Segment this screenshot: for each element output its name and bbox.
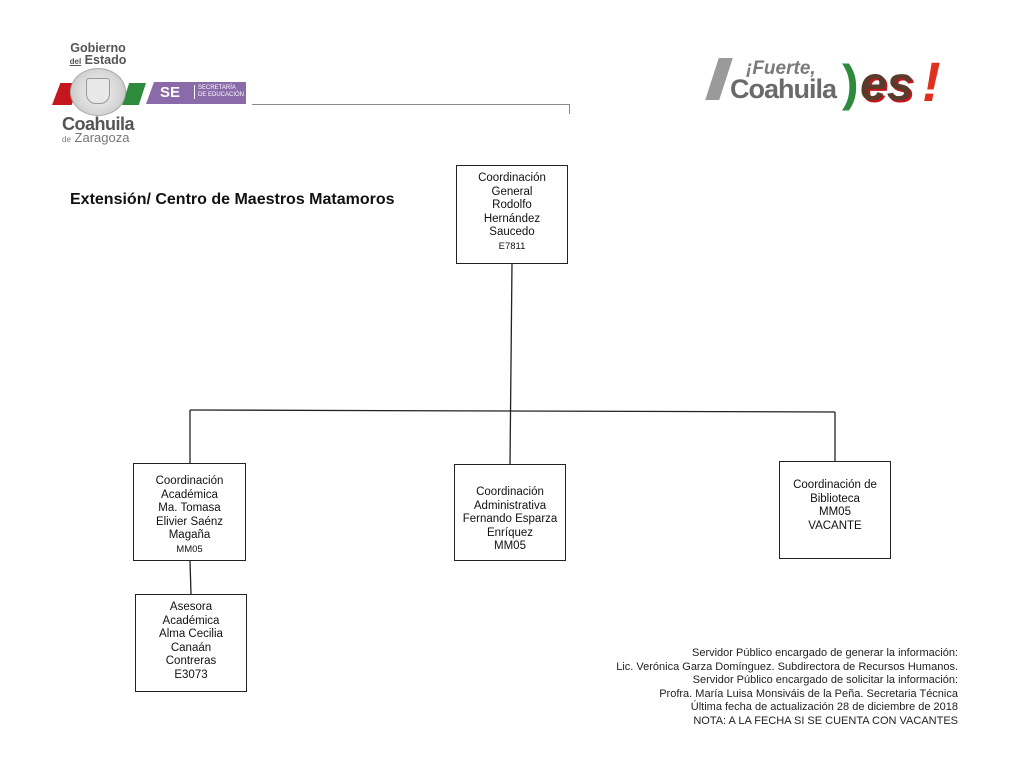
slogan-es: es	[860, 58, 914, 111]
node-asesora-line: Alma Cecilia	[159, 628, 223, 640]
node-general-line: Saucedo	[489, 226, 535, 238]
footer-line: Última fecha de actualización 28 de dici…	[690, 701, 958, 713]
zaragoza-logo-text: de Zaragoza	[62, 130, 129, 145]
gobierno-logo-text: Gobierno del Estado	[62, 42, 134, 68]
page-title: Extensión/ Centro de Maestros Matamoros	[70, 191, 395, 208]
node-coordinacion-biblioteca: Coordinación de Biblioteca MM05 VACANTE	[779, 461, 891, 559]
zaragoza-word: Zaragoza	[74, 130, 130, 145]
node-academica-line: Elivier Saénz	[155, 515, 224, 528]
node-general-line: Coordinación	[478, 172, 546, 184]
node-biblioteca-line: MM05	[819, 506, 851, 518]
se-name: SECRETARÍA DE EDUCACIÓN	[194, 85, 244, 99]
node-asesora-academica: Asesora Académica Alma Cecilia Canaán Co…	[135, 594, 247, 692]
header-rule-tick	[569, 104, 570, 114]
footer-line: NOTA: A LA FECHA SI SE CUENTA CON VACANT…	[693, 714, 958, 727]
node-general-line: General	[491, 185, 533, 198]
node-coordinacion-administrativa: Coordinación Administrativa Fernando Esp…	[454, 464, 566, 561]
header-rule	[252, 104, 570, 105]
se-line2: DE EDUCACIÓN	[198, 92, 245, 98]
footer-line: Profra. María Luisa Monsiváis de la Peña…	[659, 687, 958, 700]
node-administrativa-line: Fernando Esparza	[462, 513, 558, 525]
zaragoza-de: de	[62, 135, 71, 144]
se-education-badge: SE SECRETARÍA DE EDUCACIÓN	[146, 82, 246, 104]
node-academica-line: Ma. Tomasa	[158, 502, 221, 514]
connector-general-down	[509, 262, 513, 465]
seal-shield-icon	[86, 78, 110, 104]
node-asesora-line: E3073	[174, 668, 208, 681]
gov-line2: Estado	[84, 53, 127, 67]
slogan-paren-mark: )	[842, 55, 859, 111]
se-abbr: SE	[160, 84, 181, 101]
node-asesora-line: Canaán	[170, 641, 212, 654]
node-academica-line: Académica	[161, 488, 218, 501]
footer-line: Lic. Verónica Garza Domínguez. Subdirect…	[616, 660, 958, 673]
node-administrativa-line: Administrativa	[473, 499, 547, 512]
node-biblioteca-line: Coordinación de	[793, 479, 877, 491]
slogan-exclamation: !	[922, 50, 941, 113]
gov-line1: Gobierno	[70, 41, 126, 55]
node-general-line: Hernández	[483, 212, 541, 225]
connector-academica-to-asesora	[189, 560, 192, 595]
node-asesora-line: Académica	[162, 614, 220, 627]
node-coordinacion-academica: Coordinación Académica Ma. Tomasa Elivie…	[133, 463, 246, 561]
se-line1: SECRETARÍA	[198, 85, 236, 91]
coahuila-logo-text: Coahuila	[62, 114, 135, 134]
slogan-line1: ¡Fuerte,	[746, 58, 816, 79]
node-administrativa-line: MM05	[494, 540, 526, 552]
gov-del: del	[69, 57, 82, 66]
node-asesora-line: Asesora	[169, 601, 213, 613]
node-administrativa-line: Coordinación	[476, 486, 544, 498]
node-academica-code: MM05	[176, 543, 203, 555]
footer-line: Servidor Público encargado de solicitar …	[692, 674, 958, 686]
slogan-line2: Coahuila	[730, 74, 837, 104]
node-academica-line: Magaña	[168, 529, 211, 541]
connector-horizontal-bar	[189, 409, 836, 413]
node-biblioteca-line: Biblioteca	[810, 492, 860, 505]
node-biblioteca-line: VACANTE	[808, 519, 862, 532]
node-administrativa-line: Enríquez	[486, 526, 534, 539]
node-academica-line: Coordinación	[155, 475, 224, 487]
node-coordinacion-general: Coordinación General Rodolfo Hernández S…	[456, 165, 568, 264]
node-asesora-line: Contreras	[165, 655, 217, 667]
node-general-line: Rodolfo	[492, 199, 532, 211]
green-stripe-decoration	[122, 83, 146, 105]
footer-notes: Servidor Público encargado de generar la…	[616, 647, 958, 728]
node-general-code: E7811	[498, 240, 526, 252]
footer-line: Servidor Público encargado de generar la…	[692, 647, 958, 659]
